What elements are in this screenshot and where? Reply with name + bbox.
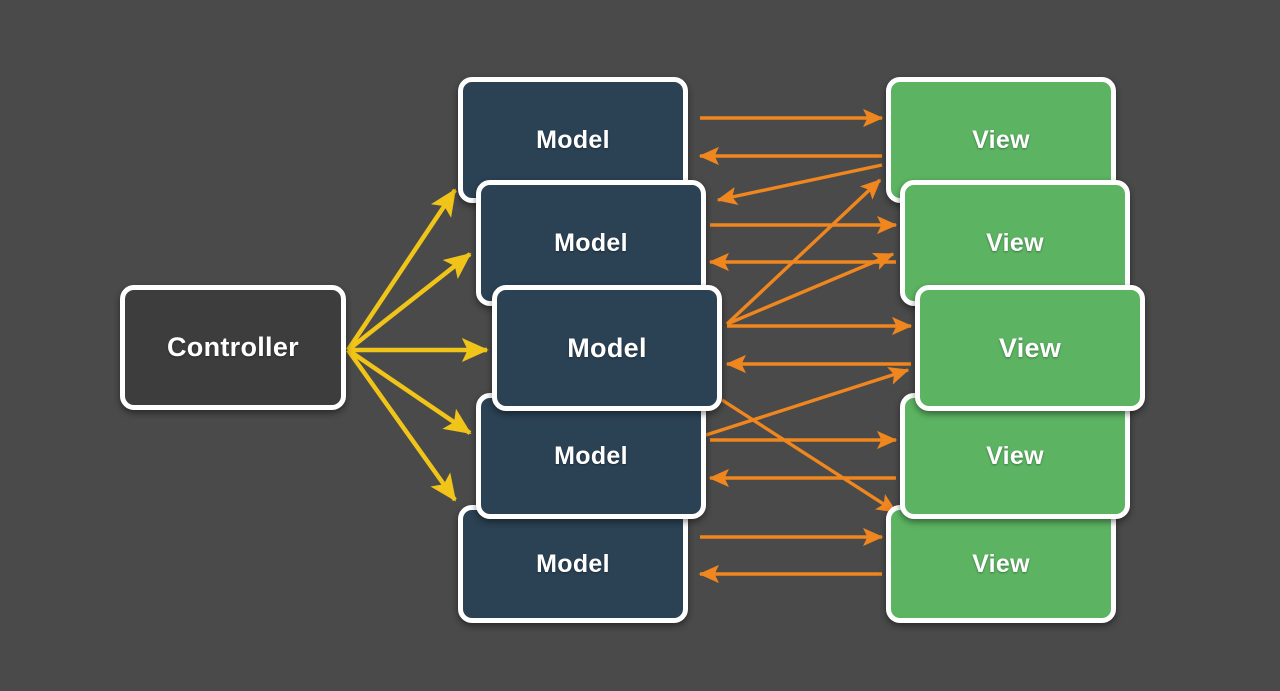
model-box-3-label: Model — [567, 332, 647, 363]
model-view-arrow-6 — [725, 178, 882, 326]
controller-arrow-2 — [346, 252, 472, 352]
controller-arrow-1 — [346, 188, 457, 352]
model-box-2-label: Model — [554, 228, 628, 257]
controller-to-model-edges — [346, 188, 489, 502]
view-box-4-label: View — [986, 441, 1044, 470]
controller-arrow-4 — [346, 348, 472, 435]
model-box-4[interactable]: Model — [476, 393, 706, 519]
model-box-3[interactable]: Model — [492, 285, 722, 411]
view-box-3-label: View — [998, 332, 1062, 363]
view-box-5-label: View — [972, 549, 1030, 578]
model-box-5-label: Model — [536, 549, 610, 578]
model-view-arrow-10 — [721, 398, 898, 514]
model-view-arrow-7 — [726, 252, 895, 326]
view-box-4[interactable]: View — [900, 393, 1130, 519]
model-box-5[interactable]: Model — [458, 505, 688, 623]
view-box-3[interactable]: View — [915, 285, 1145, 411]
model-box-1-label: Model — [536, 125, 610, 154]
model-view-edges — [698, 108, 913, 584]
view-box-5[interactable]: View — [886, 505, 1116, 623]
view-box-2-label: View — [986, 228, 1044, 257]
view-box-1-label: View — [972, 125, 1030, 154]
model-box-4-label: Model — [554, 441, 628, 470]
model-view-arrow-3 — [716, 163, 883, 206]
controller-box[interactable]: Controller — [120, 285, 346, 410]
controller-box-label: Controller — [166, 332, 299, 362]
model-view-arrow-11 — [705, 367, 910, 437]
controller-arrow-5 — [346, 348, 457, 502]
